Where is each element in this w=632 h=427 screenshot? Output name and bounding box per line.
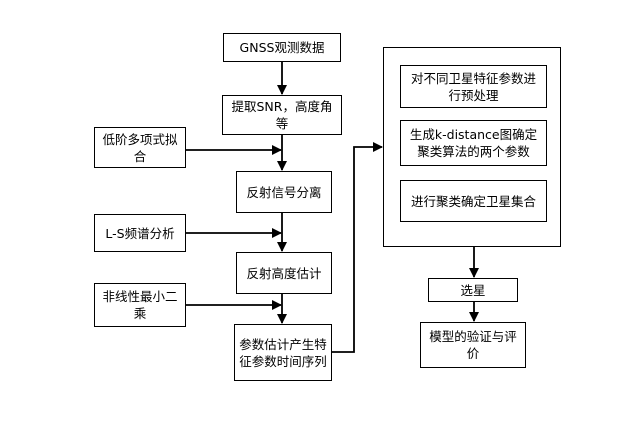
node-select-satellites: 选星 [428,278,518,302]
node-k-distance: 生成k-distance图确定聚类算法的两个参数 [400,120,547,166]
node-parameter-series: 参数估计产生特征参数时间序列 [234,324,332,381]
node-ls-spectrum-label: L-S频谱分析 [105,225,175,241]
arrow-series-to-cluster-group [332,142,383,353]
node-validation: 模型的验证与评价 [420,322,526,368]
node-signal-separation-label: 反射信号分离 [246,184,322,200]
node-preprocess: 对不同卫星特征参数进行预处理 [400,65,547,108]
node-clustering-label: 进行聚类确定卫星集合 [410,193,536,209]
node-clustering: 进行聚类确定卫星集合 [400,180,547,222]
node-ls-spectrum: L-S频谱分析 [94,214,186,252]
node-height-estimation: 反射高度估计 [236,252,332,294]
node-polynomial-fit: 低阶多项式拟合 [94,127,186,168]
node-validation-label: 模型的验证与评价 [429,329,517,361]
node-preprocess-label: 对不同卫星特征参数进行预处理 [410,70,536,103]
node-nonlinear-least-squares: 非线性最小二乘 [94,283,186,327]
node-extract-snr: 提取SNR，高度角等 [222,95,342,135]
node-parameter-series-label: 参数估计产生特征参数时间序列 [239,336,327,369]
node-gnss-data-label: GNSS观测数据 [239,40,325,55]
node-k-distance-label: 生成k-distance图确定聚类算法的两个参数 [409,127,538,159]
node-gnss-data: GNSS观测数据 [223,33,341,62]
node-polynomial-fit-label: 低阶多项式拟合 [102,131,178,164]
node-extract-snr-label: 提取SNR，高度角等 [231,99,333,131]
node-nonlinear-least-squares-label: 非线性最小二乘 [102,289,178,321]
node-select-satellites-label: 选星 [460,282,486,298]
node-height-estimation-label: 反射高度估计 [246,265,322,281]
node-signal-separation: 反射信号分离 [236,171,332,213]
